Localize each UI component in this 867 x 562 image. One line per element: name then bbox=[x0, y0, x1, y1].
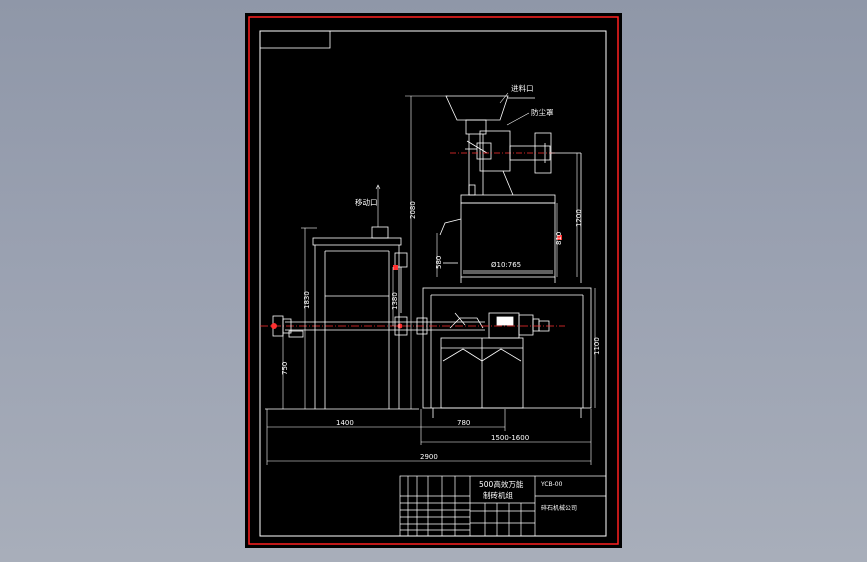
dim-1500-1600: 1500-1600 bbox=[491, 434, 529, 442]
motor-assembly bbox=[449, 312, 550, 339]
mixer-tank bbox=[439, 184, 556, 283]
title-company: 碎石机械公司 bbox=[541, 504, 577, 512]
feed-hopper bbox=[445, 95, 552, 196]
title-drawing-number: YCB-00 bbox=[540, 481, 563, 488]
cad-drawing: 2080 1830 1380 750 1200 810 580 1100 Ø10… bbox=[248, 16, 619, 545]
dim-750: 750 bbox=[281, 362, 289, 375]
dim-810: 810 bbox=[555, 232, 563, 245]
machine-base-frame bbox=[422, 287, 592, 418]
dim-1400: 1400 bbox=[336, 419, 354, 427]
dim-780: 780 bbox=[457, 419, 470, 427]
label-inlet: 进料口 bbox=[511, 83, 534, 93]
dim-580: 580 bbox=[435, 256, 443, 269]
dimension-lines bbox=[266, 95, 596, 465]
corner-box bbox=[259, 30, 331, 49]
title-product-name-line2: 制砖机组 bbox=[483, 490, 513, 500]
title-block bbox=[399, 475, 607, 537]
dim-2080: 2080 bbox=[409, 201, 417, 219]
dim-1200: 1200 bbox=[575, 209, 583, 227]
outer-border bbox=[248, 16, 619, 545]
label-outlet: 移动口 bbox=[355, 197, 378, 207]
dim-1100: 1100 bbox=[593, 337, 601, 355]
dim-2900: 2900 bbox=[420, 453, 438, 461]
label-dust-cover: 防尘罩 bbox=[531, 107, 554, 117]
drawing-sheet: 2080 1830 1380 750 1200 810 580 1100 Ø10… bbox=[245, 13, 622, 548]
dim-diameter-765: Ø10:765 bbox=[491, 261, 521, 269]
title-product-name-line1: 500高效万能 bbox=[479, 479, 524, 489]
dim-1830: 1830 bbox=[303, 291, 311, 309]
dim-1380: 1380 bbox=[391, 292, 399, 310]
extruder-stand bbox=[265, 226, 419, 410]
